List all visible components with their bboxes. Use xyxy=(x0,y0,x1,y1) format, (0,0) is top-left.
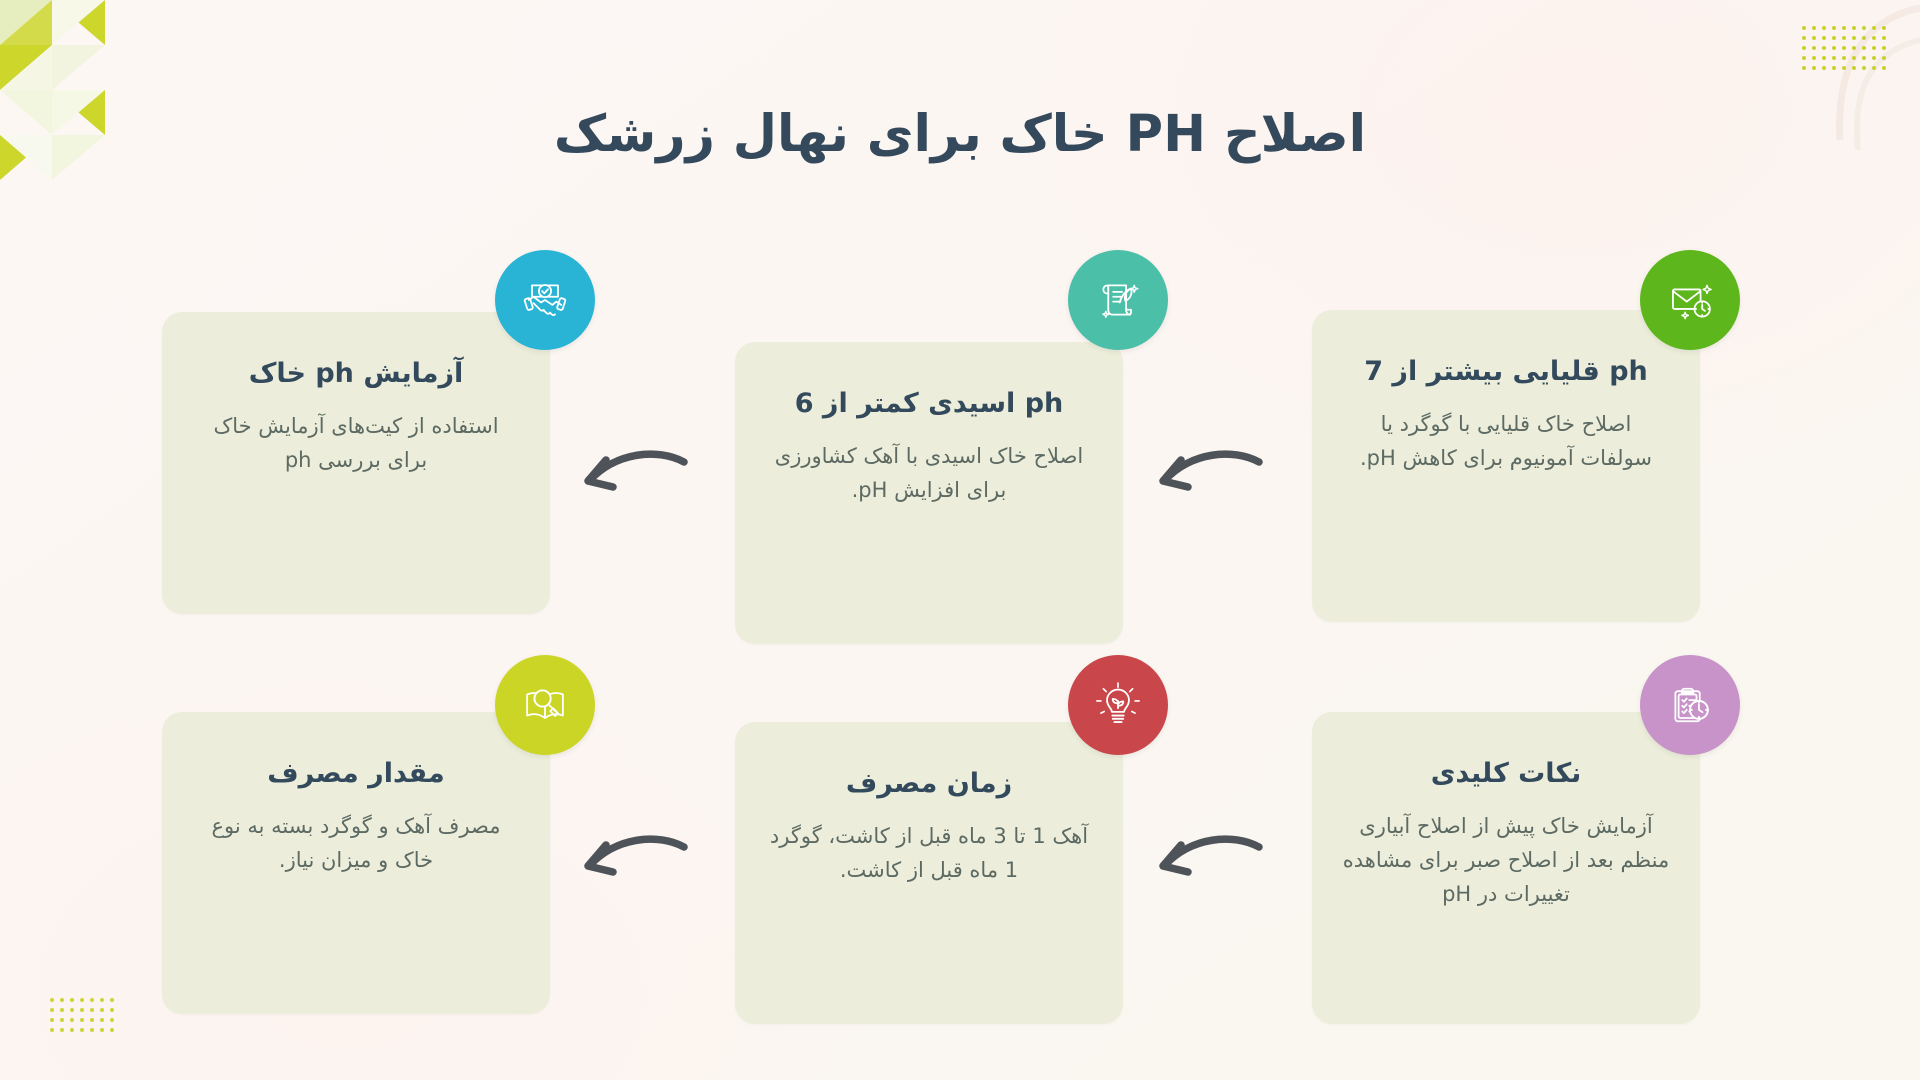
book-magnifier-icon xyxy=(495,655,595,755)
card-text: مصرف آهک و گوگرد بسته به نوع خاک و میزان… xyxy=(211,814,501,873)
card-text: استفاده از کیت‌های آزمایش خاک برای بررسی… xyxy=(213,414,499,473)
arrow-card2-to-card3 xyxy=(1159,450,1263,491)
card-title: مقدار مصرف xyxy=(267,758,445,789)
scroll-leaf-icon xyxy=(1068,250,1168,350)
card-text: اصلاح خاک اسیدی با آهک کشاورزی برای افزا… xyxy=(774,444,1084,503)
clipboard-clock-icon xyxy=(1640,655,1740,755)
card-text: آزمایش خاک پیش از اصلاح آبیاری منظم بعد … xyxy=(1342,814,1670,907)
card-title: ph اسیدی کمتر از 6 xyxy=(794,388,1064,419)
envelope-clock-icon xyxy=(1640,250,1740,350)
card-body-container: ph اسیدی کمتر از 6 اصلاح خاک اسیدی با آه… xyxy=(735,342,1123,644)
card-text: اصلاح خاک قلیایی با گوگرد یا سولفات آمون… xyxy=(1359,412,1653,471)
card-alkaline-ph-above-7[interactable]: ph قلیایی بیشتر از 7 اصلاح خاک قلیایی با… xyxy=(1312,310,1700,622)
handshake-check-icon xyxy=(495,250,595,350)
card-acidic-ph-below-6[interactable]: ph اسیدی کمتر از 6 اصلاح خاک اسیدی با آه… xyxy=(735,342,1123,644)
card-body-container: ph قلیایی بیشتر از 7 اصلاح خاک قلیایی با… xyxy=(1312,310,1700,622)
card-title: ph قلیایی بیشتر از 7 xyxy=(1364,356,1648,387)
arrow-card1-to-card2 xyxy=(584,450,688,491)
card-title: آزمایش ph خاک xyxy=(248,358,464,389)
card-body-container: مقدار مصرف مصرف آهک و گوگرد بسته به نوع … xyxy=(162,712,550,1014)
arrow-card4-to-card5 xyxy=(584,835,688,876)
card-title: زمان مصرف xyxy=(845,768,1013,799)
card-application-time[interactable]: زمان مصرف آهک 1 تا 3 ماه قبل از کاشت، گو… xyxy=(735,722,1123,1024)
arrow-card5-to-card6 xyxy=(1159,835,1263,876)
card-text: آهک 1 تا 3 ماه قبل از کاشت، گوگرد 1 ماه … xyxy=(769,824,1089,883)
lightbulb-sprout-icon xyxy=(1068,655,1168,755)
card-body-container: آزمایش ph خاک استفاده از کیت‌های آزمایش … xyxy=(162,312,550,614)
page-title: اصلاح PH خاک برای نهال زرشک xyxy=(553,105,1367,164)
card-application-amount[interactable]: مقدار مصرف مصرف آهک و گوگرد بسته به نوع … xyxy=(162,712,550,1014)
card-body-container: نکات کلیدی آزمایش خاک پیش از اصلاح آبیار… xyxy=(1312,712,1700,1024)
card-body-container: زمان مصرف آهک 1 تا 3 ماه قبل از کاشت، گو… xyxy=(735,722,1123,1024)
card-title: نکات کلیدی xyxy=(1430,758,1582,789)
card-key-points[interactable]: نکات کلیدی آزمایش خاک پیش از اصلاح آبیار… xyxy=(1312,712,1700,1024)
card-soil-ph-test[interactable]: آزمایش ph خاک استفاده از کیت‌های آزمایش … xyxy=(162,312,550,614)
